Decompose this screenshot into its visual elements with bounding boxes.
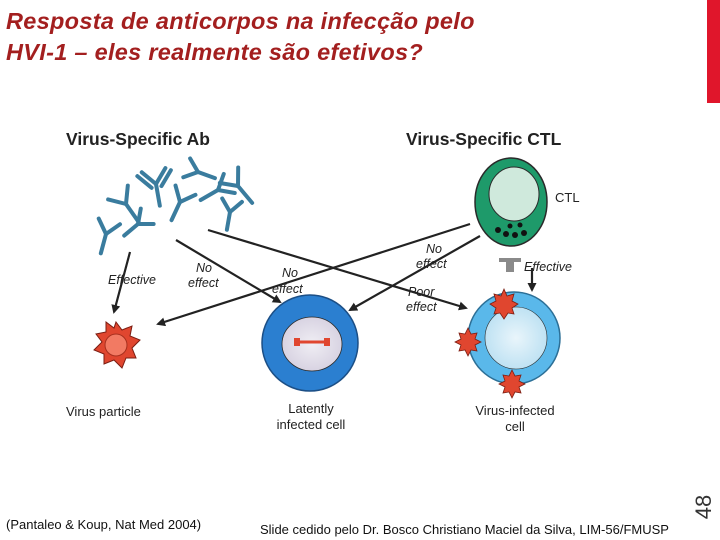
title-line-2: HVI-1 – eles realmente são efetivos? (6, 39, 424, 65)
virus-particle-label: Virus particle (66, 404, 141, 419)
infected-label-line2: cell (505, 419, 525, 434)
immune-response-diagram: Virus-Specific Ab Virus-Specific CTL (58, 112, 640, 444)
label-ctl-poor-effect-line2: effect (406, 300, 437, 314)
citation-text: (Pantaleo & Koup, Nat Med 2004) (6, 517, 202, 532)
label-ab-no-effect-line2: effect (188, 276, 219, 290)
label-ctl-no-effect-line1: No (426, 242, 442, 256)
credit-text: Slide cedido pelo Dr. Bosco Christiano M… (260, 522, 669, 537)
label-mid-no-effect-line1: No (282, 266, 298, 280)
arrow-ctl-to-virus (156, 222, 471, 327)
label-mid-no-effect-line2: effect (272, 282, 303, 296)
accent-bar (707, 0, 720, 103)
arrow-ab-to-infected (207, 228, 468, 311)
heading-virus-specific-ctl: Virus-Specific CTL (406, 129, 562, 149)
infected-label-line1: Virus-infected (475, 403, 554, 418)
title-line-1: Resposta de anticorpos na infecção pelo (6, 8, 475, 34)
label-ctl-no-effect-line2: effect (416, 257, 447, 271)
ctl-label: CTL (555, 190, 580, 205)
arrow-ctl-to-latent (348, 235, 481, 311)
virus-particle-icon (93, 320, 141, 369)
slide-title: Resposta de anticorpos na infecção pelo … (6, 6, 475, 68)
antibodies-icon (96, 156, 255, 256)
ctl-cell-icon (474, 157, 548, 272)
arrow-ab-to-virus (111, 251, 132, 314)
label-ab-effective: Effective (108, 273, 156, 287)
label-ctl-effective: Effective (524, 260, 572, 274)
virus-infected-cell-icon (454, 287, 561, 399)
heading-virus-specific-ab: Virus-Specific Ab (66, 129, 210, 149)
slide-number: 48 (691, 494, 716, 520)
latently-infected-cell-icon (261, 294, 359, 392)
latent-label-line2: infected cell (277, 417, 346, 432)
arrow-ab-to-latent (175, 239, 282, 304)
latent-label-line1: Latently (288, 401, 334, 416)
label-ab-no-effect-line1: No (196, 261, 212, 275)
label-ctl-poor-effect-line1: Poor (408, 285, 435, 299)
interaction-arrows (111, 222, 537, 327)
